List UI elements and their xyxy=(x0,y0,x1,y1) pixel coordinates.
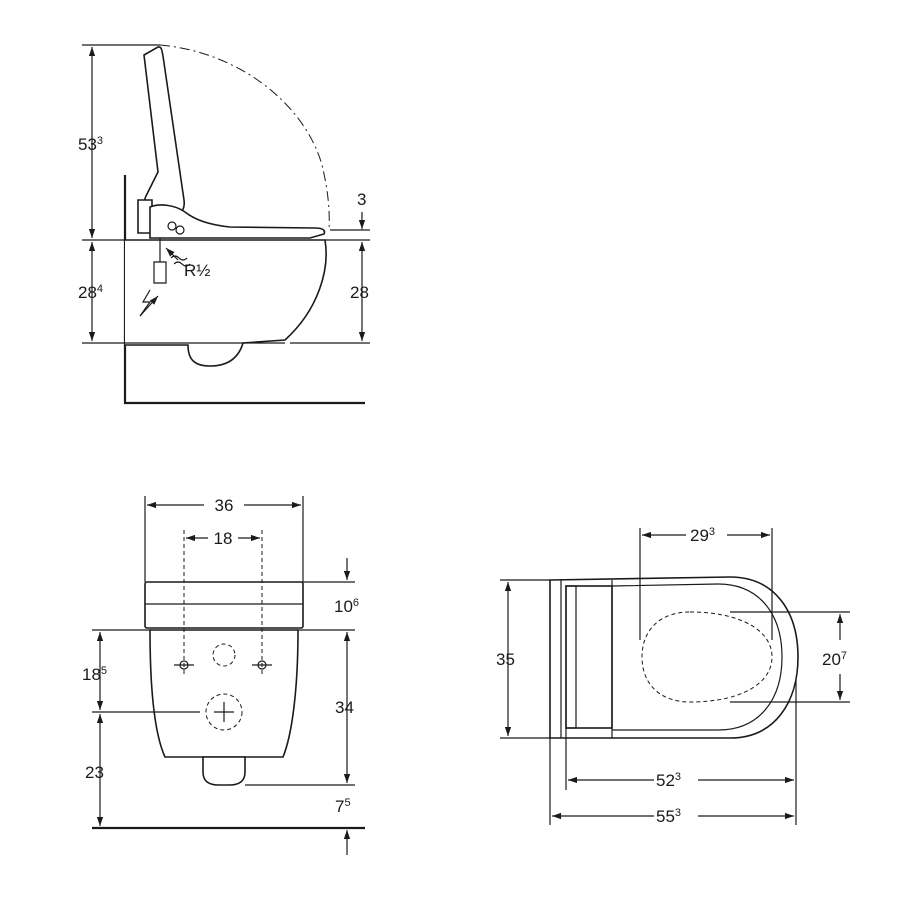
dim-fixing-spacing: 18 xyxy=(214,529,233,548)
lightning-icon xyxy=(139,289,152,317)
control-knob-1 xyxy=(167,221,177,231)
seat xyxy=(149,204,326,239)
dim-height-seat-left: 284 xyxy=(78,283,103,302)
control-knob-2 xyxy=(175,225,185,235)
dim-length-total: 553 xyxy=(656,807,681,826)
dim-drain-height: 23 xyxy=(85,763,104,782)
bowl-side xyxy=(125,239,327,367)
dim-lid-height: 106 xyxy=(334,597,359,616)
dim-opening-width: 207 xyxy=(822,650,847,669)
top-view: 293 35 207 523 553 xyxy=(496,526,850,826)
power-cable xyxy=(153,238,167,284)
power-arrow-icon xyxy=(139,295,159,317)
outlet-front xyxy=(202,756,246,786)
bowl-opening xyxy=(641,611,773,703)
water-arrow-icon xyxy=(165,247,179,261)
dim-bowl-height: 34 xyxy=(335,698,354,717)
dim-seat-gap: 3 xyxy=(357,190,366,209)
seat-inner-outline xyxy=(611,583,783,731)
water-wave-icon xyxy=(170,255,191,267)
open-lid xyxy=(143,46,185,214)
water-connection-label: R½ xyxy=(184,261,210,280)
dim-outlet-offset: 75 xyxy=(335,797,351,816)
drain-hole xyxy=(205,693,243,731)
dim-height-total: 533 xyxy=(78,135,103,154)
dim-opening-length: 293 xyxy=(690,526,715,545)
dim-length-inner: 523 xyxy=(656,771,681,790)
dim-top-width: 35 xyxy=(496,650,515,669)
lid-swing-arc xyxy=(159,44,330,231)
control-unit xyxy=(565,585,613,729)
control-unit-inner xyxy=(565,585,577,729)
side-view: R½ 533 284 3 28 xyxy=(78,44,370,405)
front-view: 36 18 106 34 75 185 23 xyxy=(82,496,365,855)
dim-fixing-height: 185 xyxy=(82,665,107,684)
dim-width-total: 36 xyxy=(215,496,234,515)
seat-block-front xyxy=(144,581,304,629)
water-inlet-hole xyxy=(212,643,236,667)
dim-height-seat-right: 28 xyxy=(350,283,369,302)
